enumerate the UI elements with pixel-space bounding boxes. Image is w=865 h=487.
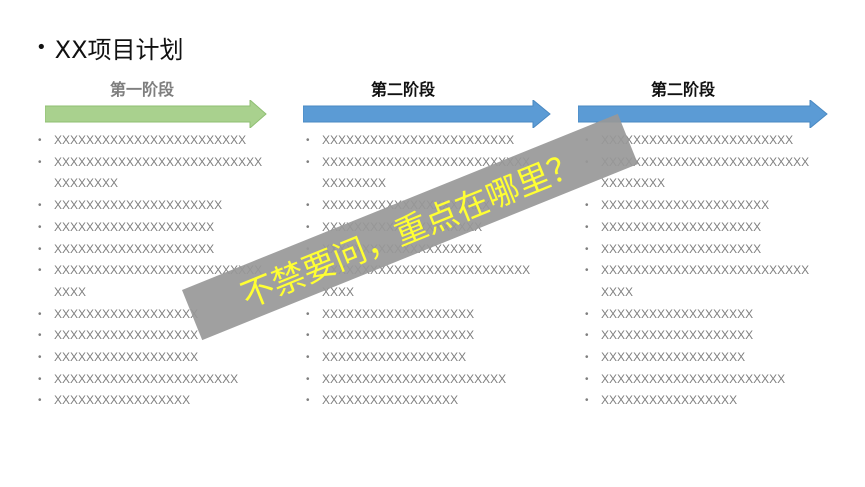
list-item: XXXXXXXXXXXXXXXXXXX [306,304,531,326]
list-item: XXXXXXXXXXXXXXXXXX [306,347,531,369]
phase-2-title: 第二阶段 [370,80,435,99]
list-item: XXXXXXXXXXXXXXXXXXXXXXXXXXXXXXXXXX [306,152,531,195]
title-text: XX项目计划 [54,36,184,64]
list-item: XXXXXXXXXXXXXXXXXX [38,325,263,347]
title-bullet: • [36,37,47,58]
list-item: XXXXXXXXXXXXXXXXX [306,390,531,412]
list-item: XXXXXXXXXXXXXXXXXXXXXXX [585,369,810,391]
list-item: XXXXXXXXXXXXXXXXXXXX [585,239,810,261]
phase-3-title: 第二阶段 [650,80,715,99]
phase-1-title: 第一阶段 [109,80,174,99]
list-item: XXXXXXXXXXXXXXXXXXXXXXXXXXXXXXXXXX [38,152,263,195]
list-item: XXXXXXXXXXXXXXXXXXX [585,304,810,326]
list-item: XXXXXXXXXXXXXXXXXXXXXXX [38,369,263,391]
list-item: XXXXXXXXXXXXXXXXXXXXXXXX [306,130,531,152]
list-item: XXXXXXXXXXXXXXXXXXX [306,325,531,347]
list-item: XXXXXXXXXXXXXXXXXXXXXXXXXXXXXX [585,260,810,303]
list-item: XXXXXXXXXXXXXXXXXXX [585,325,810,347]
list-item: XXXXXXXXXXXXXXXXXXXXXXXX [38,130,263,152]
phase-1-arrow [45,100,267,128]
phase-2-arrow [303,100,551,128]
list-item: XXXXXXXXXXXXXXXXXXXX [38,239,263,261]
list-item: XXXXXXXXXXXXXXXXXXXXX [38,195,263,217]
phase-1-list: XXXXXXXXXXXXXXXXXXXXXXXXXXXXXXXXXXXXXXXX… [38,130,263,412]
list-item: XXXXXXXXXXXXXXXXXXXX [585,217,810,239]
phase-3-list: XXXXXXXXXXXXXXXXXXXXXXXXXXXXXXXXXXXXXXXX… [585,130,810,412]
list-item: XXXXXXXXXXXXXXXXXX [585,347,810,369]
list-item: XXXXXXXXXXXXXXXXXXXX [38,217,263,239]
list-item: XXXXXXXXXXXXXXXXXX [38,347,263,369]
list-item: XXXXXXXXXXXXXXXXXX [38,304,263,326]
list-item: XXXXXXXXXXXXXXXXXXXXXXX [306,369,531,391]
list-item: XXXXXXXXXXXXXXXXXXXXX [585,195,810,217]
list-item: XXXXXXXXXXXXXXXXX [38,390,263,412]
list-item: XXXXXXXXXXXXXXXXX [585,390,810,412]
list-item: XXXXXXXXXXXXXXXXXXXXXXXXXXXXXX [38,260,263,303]
slide-title: • XX项目计划 [36,30,184,65]
